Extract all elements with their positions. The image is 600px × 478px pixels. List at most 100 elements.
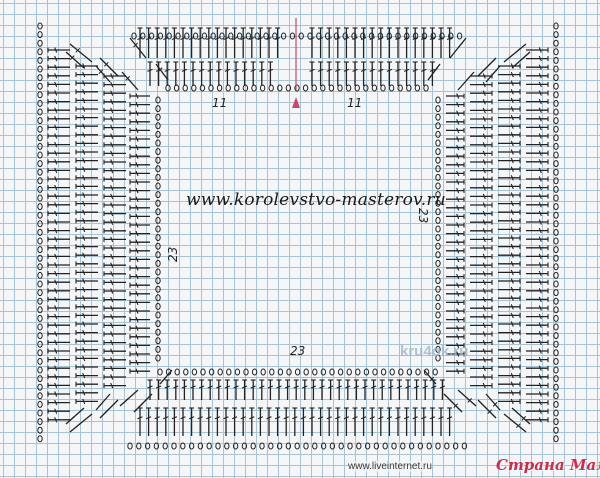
stitch-dc-bar [82, 261, 86, 267]
stitch-dc-bar [54, 374, 58, 380]
stitch-chain [155, 182, 161, 190]
stitch-dc-bar [378, 416, 384, 420]
stitch-dc-bar [135, 273, 139, 280]
stitch-dc-bar [421, 416, 427, 420]
stitch-dc-bar [190, 68, 196, 72]
stitch-dc-bar [135, 187, 139, 194]
stitch-dc-bar [135, 136, 139, 142]
stitch-chain [328, 84, 335, 92]
start-arrow-icon [292, 97, 300, 108]
stitch-dc-bar [538, 262, 542, 268]
stitch-chain [553, 400, 559, 408]
stitch-dc-bar [54, 47, 58, 53]
stitch-chain [312, 442, 318, 450]
stitch-corner-bar [133, 42, 138, 48]
stitch-dc-bar [510, 183, 514, 190]
stitch-chain [269, 368, 275, 376]
stitch-dc-bar [538, 55, 542, 62]
stitch-chain [553, 194, 559, 202]
stitch-chain [191, 368, 198, 376]
stitch-chain [206, 442, 212, 450]
stitch-chain [280, 32, 287, 40]
stitch-chain [37, 160, 43, 168]
stitch-dc-bar [482, 73, 486, 79]
stitch-chain [423, 368, 430, 376]
stitch-chain [435, 311, 441, 319]
stitch-chain [157, 32, 164, 40]
stitch-dc-bar [54, 391, 58, 397]
stitch-dc-bar [154, 36, 160, 41]
stitch-chain [553, 108, 559, 116]
stitch-chain [277, 84, 283, 92]
stitch-chain [435, 354, 441, 362]
stitch-dc-bar [456, 136, 460, 142]
stitch-dc-bar [405, 385, 411, 389]
stitch-chain [155, 191, 161, 199]
stitch-chain [553, 220, 559, 228]
stitch-dc-bar [403, 68, 410, 72]
stitch-dc-bar [510, 114, 514, 121]
stitch-dc-bar [54, 356, 58, 363]
stitch-corner-bar [69, 55, 75, 60]
stitch-chain [553, 314, 559, 322]
stitch-chain [285, 442, 292, 450]
stitch-dc-bar [164, 385, 170, 389]
stitch-chain [226, 368, 232, 376]
stitch-chain [553, 160, 559, 168]
stitch-dc-bar [446, 36, 453, 41]
stitch-chain [426, 442, 432, 450]
stitch-dc-bar [110, 107, 114, 114]
stitch-dc-bar [82, 381, 86, 387]
stitch-corner-bar [103, 409, 109, 415]
stitch-dc-bar [510, 200, 514, 207]
stitch-dc-bar [250, 68, 256, 72]
stitch-dc-bar [135, 282, 139, 288]
stitch-chain [37, 340, 43, 348]
stitch-dc-bar [345, 385, 351, 389]
stitch-chain [461, 442, 468, 450]
stitch-dc-bar [82, 123, 86, 129]
stitch-dc-bar [413, 385, 420, 389]
stitch-chain [191, 84, 197, 92]
stitch-dc-bar [326, 36, 332, 41]
stitch-dc-bar [283, 416, 289, 420]
stitch-corner-bar [157, 67, 163, 72]
stitch-dc-bar [110, 73, 114, 79]
stitch-dc-bar [110, 185, 114, 191]
stitch-chain [37, 91, 43, 99]
stitch-chain [251, 84, 257, 92]
stitch-dc-bar [82, 149, 86, 155]
stitch-chain [236, 32, 243, 40]
stitch-chain [553, 435, 559, 443]
stitch-corner-dc [65, 51, 85, 69]
stitch-chain [260, 368, 266, 376]
stitch-dc-bar [274, 416, 281, 420]
stitch-dc-bar [319, 385, 325, 389]
stitch-dc-bar [110, 296, 114, 303]
stitch-chain [435, 148, 441, 156]
stitch-dc-bar [82, 252, 86, 258]
stitch-dc-bar [137, 416, 143, 420]
stitch-corner-dc [427, 63, 441, 81]
stitch-dc-bar [110, 322, 114, 329]
stitch-dc-bar [353, 385, 360, 389]
stitch-corner-dc [457, 71, 475, 91]
stitch-chain [298, 32, 304, 40]
stitch-chain [417, 442, 424, 450]
stitch-dc-bar [310, 385, 317, 389]
stitch-chain [553, 48, 559, 56]
stitch-corner-bar [433, 67, 439, 72]
stitch-dc-bar [538, 107, 542, 113]
stitch-corner-dc [443, 393, 463, 413]
stitch-dc-bar [82, 338, 86, 344]
source-url-label: www.korolevstvo-masterov.ru [186, 190, 446, 210]
stitch-dc-bar [250, 385, 256, 389]
stitch-dc-bar [145, 36, 152, 41]
stitch-chain [180, 442, 186, 450]
stitch-dc-bar [110, 253, 114, 260]
stitch-dc-bar [54, 331, 58, 337]
stitch-chain [155, 199, 161, 207]
stitch-dc-bar [54, 73, 58, 79]
stitch-chain [380, 84, 386, 92]
stitch-dc-bar [510, 278, 514, 284]
